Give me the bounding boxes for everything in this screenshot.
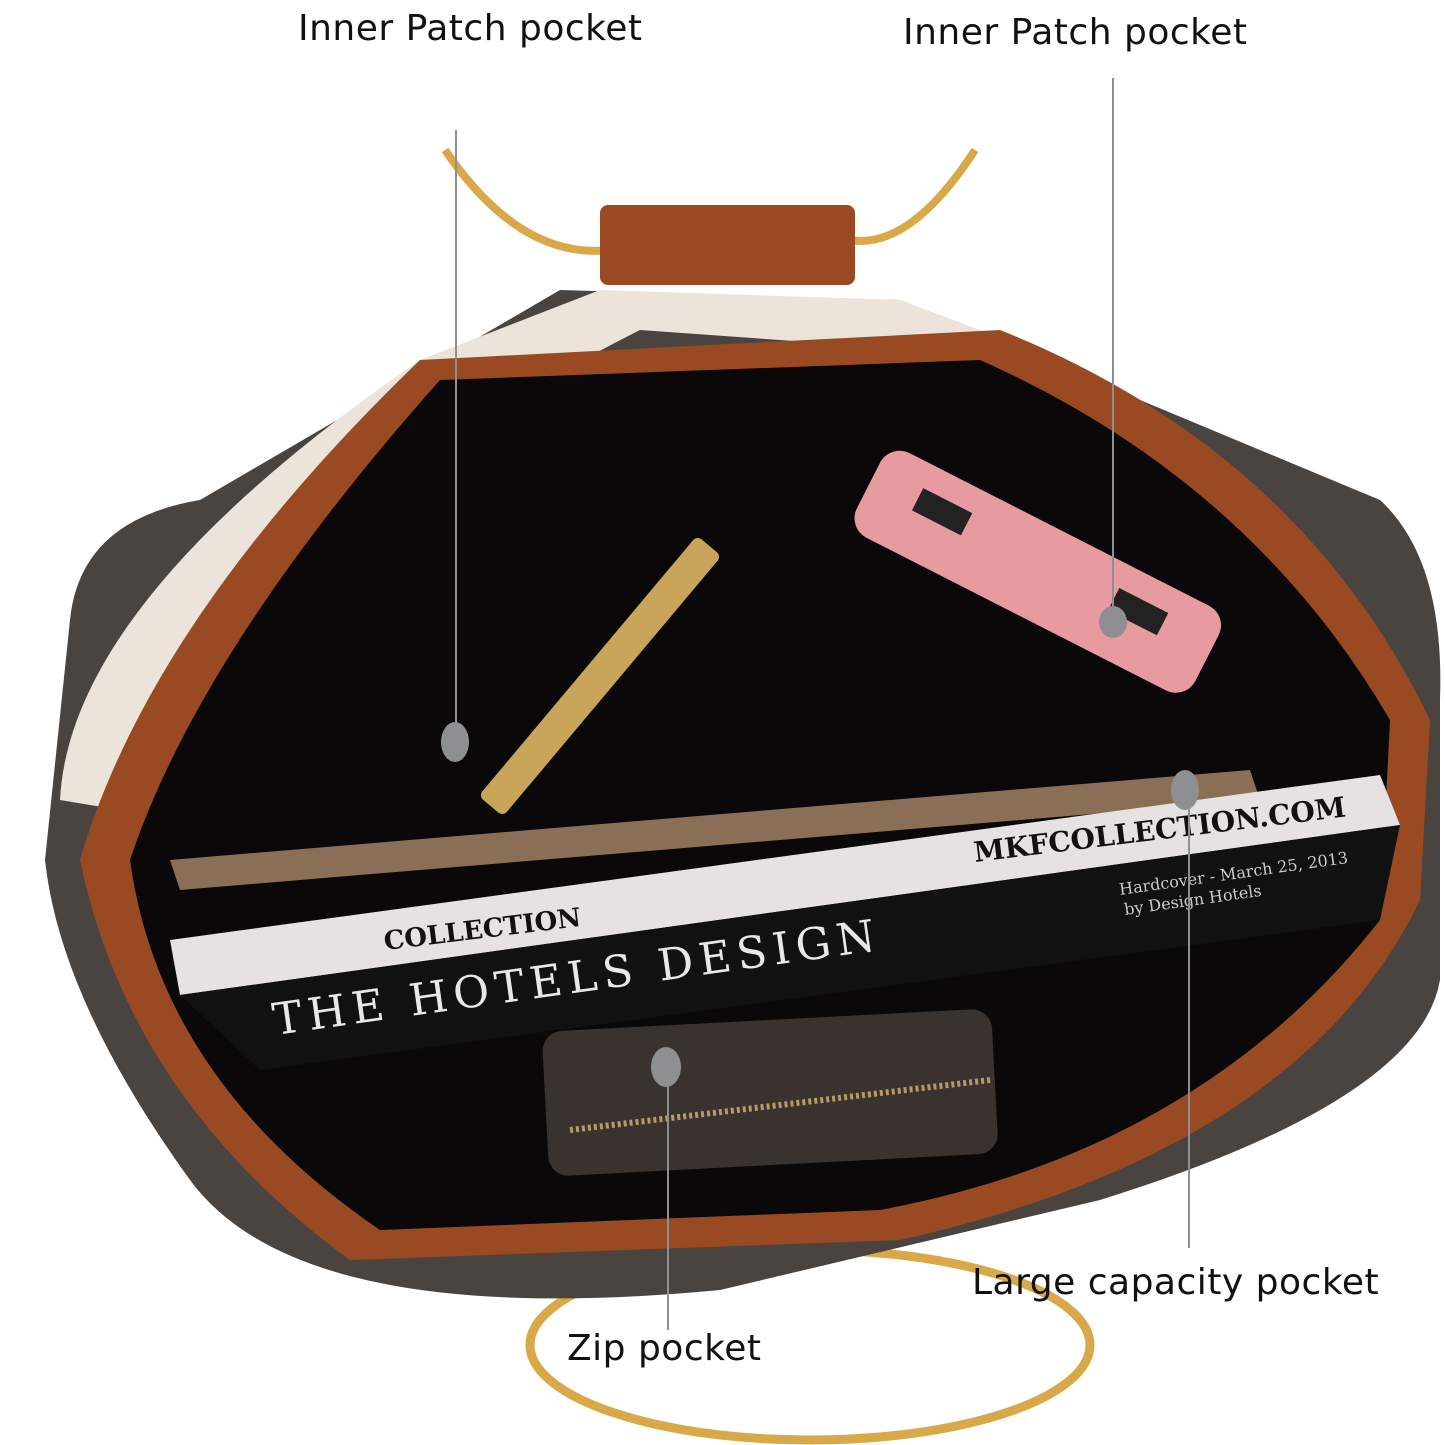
top-handle-tab — [600, 205, 855, 285]
callout-dot-inner-patch-left — [441, 722, 469, 762]
callout-dot-zip-pocket — [651, 1047, 681, 1087]
callout-label-large-capacity: Large capacity pocket — [972, 1262, 1380, 1303]
gold-bar — [480, 537, 720, 815]
callout-label-zip-pocket: Zip pocket — [567, 1328, 762, 1369]
callout-label-inner-patch-left: Inner Patch pocket — [298, 8, 643, 49]
tablet — [170, 770, 1260, 890]
book-cover — [180, 825, 1400, 1070]
callout-dot-large-capacity — [1171, 770, 1199, 810]
wallet-zipper — [569, 1077, 991, 1133]
top-ring-handle — [441, 147, 979, 255]
wallet — [542, 1009, 998, 1176]
book-spine — [170, 775, 1400, 995]
callout-dot-inner-patch-right — [1099, 606, 1127, 638]
callout-label-inner-patch-right: Inner Patch pocket — [903, 12, 1248, 53]
power-bank — [854, 450, 1222, 693]
